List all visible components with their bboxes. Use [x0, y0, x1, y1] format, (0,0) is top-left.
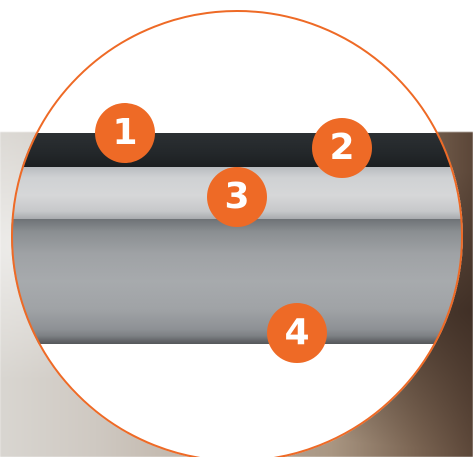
callout-badge-1: 1 [95, 103, 155, 163]
callout-badge-2: 2 [312, 118, 372, 178]
layer-1-dark-band [11, 133, 463, 167]
callout-label: 3 [224, 179, 249, 215]
layer-4-bottom-shadow [11, 336, 463, 344]
callout-label: 1 [112, 115, 137, 151]
callout-label: 4 [284, 315, 309, 351]
callout-label: 2 [329, 130, 354, 166]
callout-badge-4: 4 [267, 303, 327, 363]
magnifier-lens [11, 10, 463, 457]
callout-badge-3: 3 [207, 167, 267, 227]
layer-4-grey-band [11, 219, 463, 344]
